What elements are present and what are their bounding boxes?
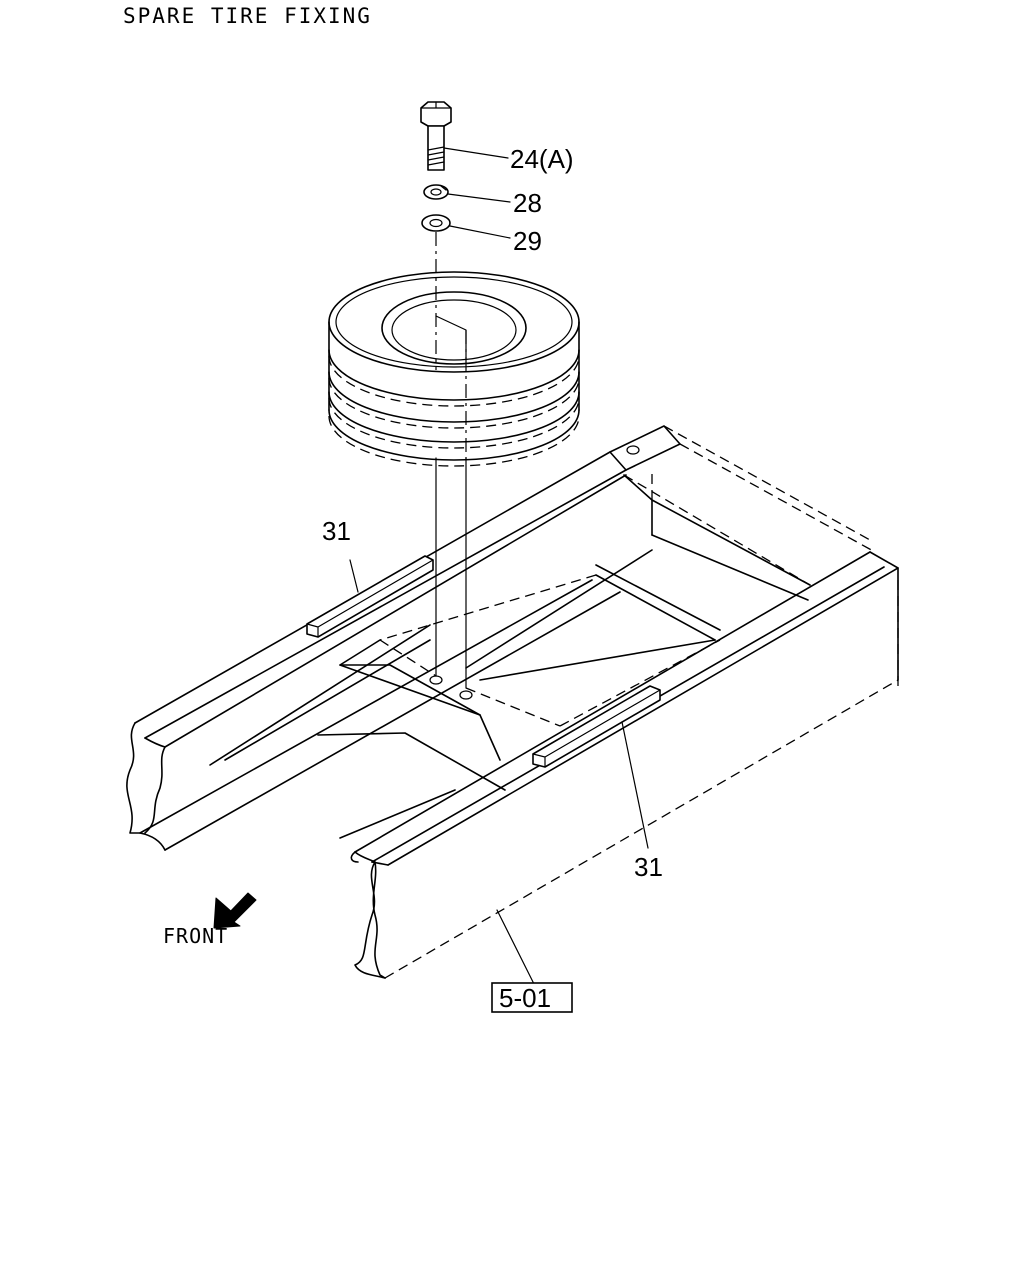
leader-reference (496, 909, 535, 985)
callout-flat-washer: 29 (513, 226, 542, 256)
rubber-strip-right (532, 685, 661, 768)
front-label: FRONT (163, 924, 228, 948)
chassis-frame (126, 425, 899, 979)
front-arrow-icon (213, 892, 257, 929)
flat-washer (421, 214, 451, 232)
reference-box (491, 982, 573, 1013)
lock-washer (423, 184, 449, 200)
leader-strip-left (349, 559, 359, 593)
reference-box-label: 5-01 (499, 983, 551, 1013)
leader-lock-washer (447, 193, 511, 203)
diagram-title: SPARE TIRE FIXING (123, 4, 372, 28)
spare-tire (328, 271, 580, 467)
bolt (420, 101, 452, 171)
leader-bolt (443, 147, 509, 159)
callout-strip-right: 31 (634, 852, 663, 882)
leader-strip-right (621, 721, 649, 849)
callout-lock-washer: 28 (513, 188, 542, 218)
leader-flat-washer (449, 225, 511, 239)
callout-bolt: 24(A) (510, 144, 574, 174)
rubber-strip-left (306, 555, 434, 638)
callout-strip-left: 31 (322, 516, 351, 546)
